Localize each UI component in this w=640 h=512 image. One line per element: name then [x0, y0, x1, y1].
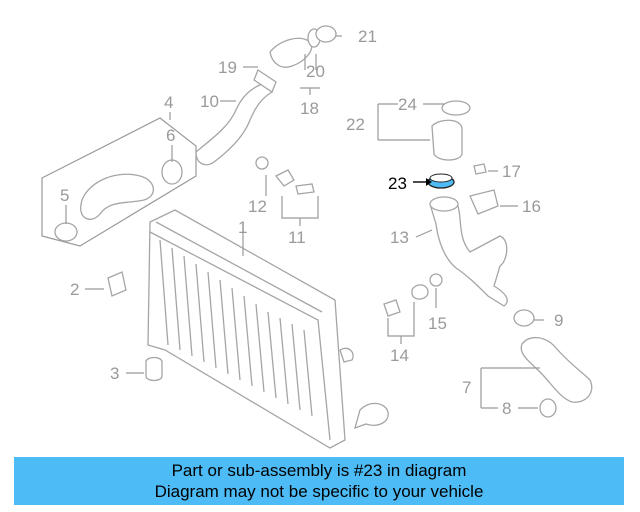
- upper-hose-part: [195, 25, 337, 166]
- intercooler-part: [147, 209, 389, 449]
- callout-19: 19: [218, 58, 237, 77]
- callout-6: 6: [166, 126, 175, 145]
- clamp-part-23: [427, 173, 455, 189]
- callout-17: 17: [502, 162, 521, 181]
- callout-10: 10: [200, 92, 219, 111]
- right-pipe-part: [383, 100, 508, 317]
- info-banner: Part or sub-assembly is #23 in diagram D…: [14, 457, 624, 505]
- banner-line-2: Diagram may not be specific to your vehi…: [154, 482, 484, 501]
- fasteners-part: [107, 156, 315, 382]
- callout-20: 20: [306, 62, 325, 81]
- callout-23: 23: [388, 174, 407, 193]
- callout-14: 14: [390, 346, 409, 365]
- callout-21: 21: [358, 27, 377, 46]
- callout-1: 1: [238, 218, 247, 237]
- callout-arrow-23: [413, 178, 432, 186]
- callout-5: 5: [60, 186, 69, 205]
- callout-16: 16: [522, 197, 541, 216]
- callout-22: 22: [346, 115, 365, 134]
- callout-13: 13: [390, 228, 409, 247]
- callout-11: 11: [288, 228, 306, 247]
- callout-2: 2: [70, 280, 79, 299]
- callout-3: 3: [110, 364, 119, 383]
- callout-4: 4: [164, 93, 173, 112]
- callout-18: 18: [300, 99, 319, 118]
- callout-24: 24: [398, 95, 417, 114]
- lower-hose-part: [513, 309, 593, 418]
- callout-9: 9: [554, 311, 563, 330]
- leader-lines: [65, 35, 544, 409]
- parts-diagram: 1 2 3 4 5 6 7 8 9 10 11 12 13 14 15 16 1…: [41, 25, 593, 449]
- callout-12: 12: [248, 197, 267, 216]
- callout-8: 8: [502, 399, 511, 418]
- left-hose-kit-part: [41, 117, 197, 247]
- banner-line-1: Part or sub-assembly is #23 in diagram: [171, 461, 467, 480]
- callout-7: 7: [462, 378, 471, 397]
- callout-15: 15: [428, 314, 447, 333]
